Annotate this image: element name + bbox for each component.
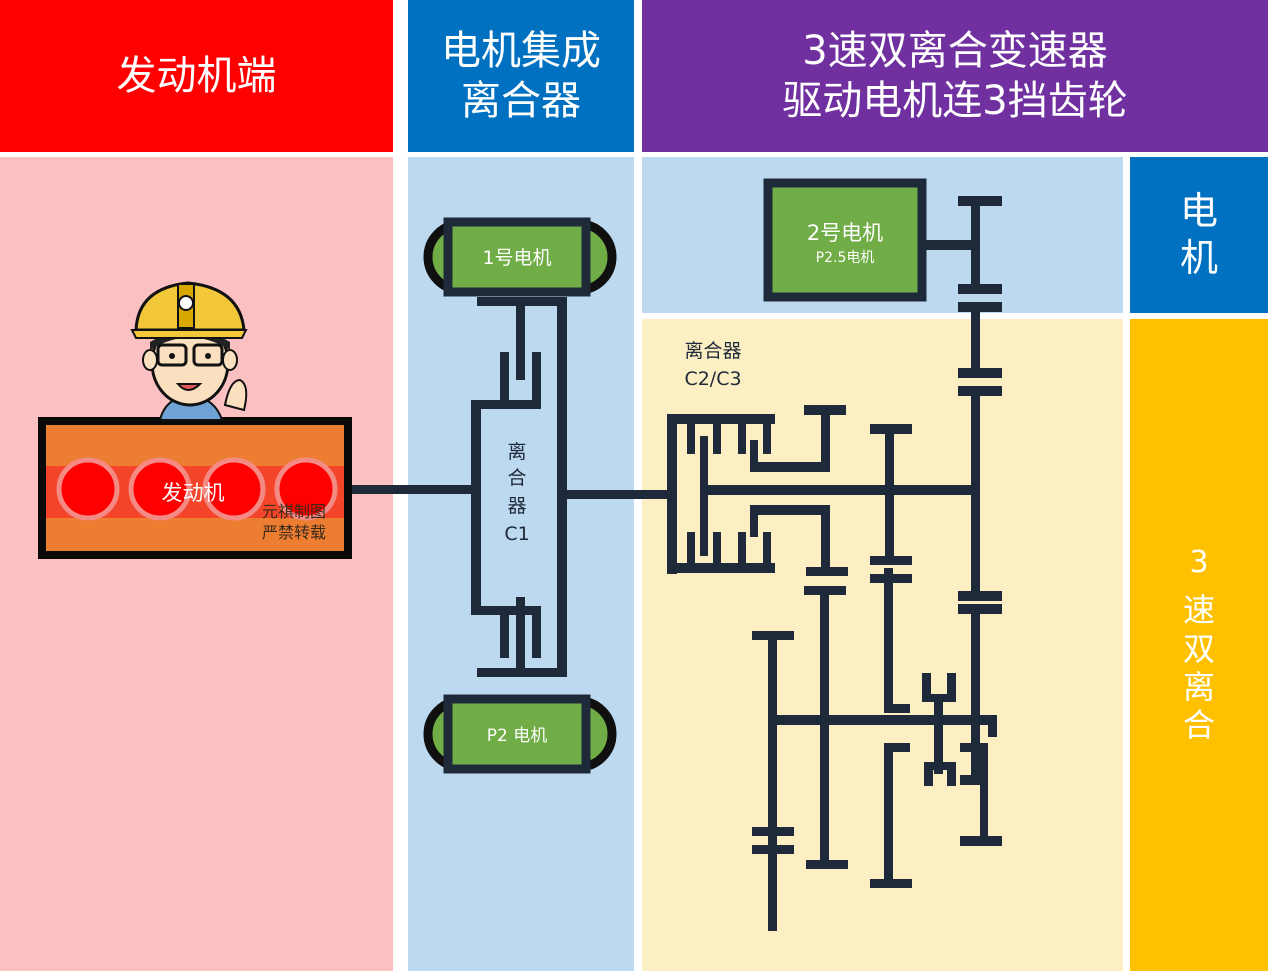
side-label-dct-char1: 3 <box>1189 545 1209 581</box>
watermark-line2: 严禁转载 <box>262 523 326 542</box>
output-countershaft <box>770 715 992 725</box>
motor1: 1号电机 <box>423 217 617 297</box>
c1-label-char2: 合 <box>507 467 526 489</box>
motor-clutch-title-line1: 电机集成 <box>441 28 601 74</box>
c1-lower-plate-left <box>500 610 509 658</box>
cylinder-4 <box>274 457 338 521</box>
engine-output-shaft <box>350 485 475 494</box>
c1-lower-plate-right <box>532 610 541 658</box>
c1-output-shaft <box>563 490 671 499</box>
c1-label-char1: 离 <box>507 441 526 463</box>
gearbox-title-line1: 3速双离合变速器 <box>802 28 1108 74</box>
motor2-output-shaft <box>922 240 974 250</box>
c1-housing-right <box>557 298 567 676</box>
engine-label: 发动机 <box>162 481 225 505</box>
c1-lower-plate-center <box>516 597 525 673</box>
inner-main-shaft <box>700 485 980 495</box>
side-label-dct: 3 速 双 离 合 <box>1130 319 1268 971</box>
p2-motor-label: P2 电机 <box>487 726 547 746</box>
side-label-motor-char1: 电 <box>1179 188 1218 233</box>
cylinder-3 <box>202 457 266 521</box>
side-label-dct-char3: 双 <box>1182 629 1215 668</box>
watermark-line1: 元祺制图 <box>262 502 326 521</box>
motor1-label: 1号电机 <box>482 247 551 269</box>
c1-upper-plate-center <box>516 300 525 380</box>
gearbox-title-line2: 驱动电机连3挡齿轮 <box>782 78 1128 124</box>
c1-upper-plate-left <box>500 352 509 404</box>
c2c3-housing-left <box>667 414 677 574</box>
motor-clutch-title-line2: 离合器 <box>461 78 581 124</box>
c2c3-label-line2: C2/C3 <box>684 368 741 390</box>
cylinder-1 <box>56 457 120 521</box>
motor2-title: 2号电机 <box>807 221 883 245</box>
motor2: 2号电机 P2.5电机 <box>763 178 927 302</box>
side-label-motor-char2: 机 <box>1179 236 1218 280</box>
synchronizer-sleeve <box>934 694 943 774</box>
c1-housing-left <box>471 400 481 615</box>
c2-inner-hub <box>700 436 708 556</box>
c1-upper-plate-right <box>532 352 541 404</box>
side-label-dct-char4: 离 <box>1182 668 1215 706</box>
engine-block: 发动机 元祺制图 严禁转载 <box>38 417 352 559</box>
engine-end-header: 发动机端 <box>0 0 393 152</box>
c1-housing-top <box>471 400 541 409</box>
side-label-dct-char2: 速 <box>1182 591 1215 630</box>
engineer-mascot-icon <box>130 281 248 421</box>
c1-label-char4: C1 <box>504 523 529 545</box>
gearbox-header: 3速双离合变速器 驱动电机连3挡齿轮 <box>642 0 1268 152</box>
engine-end-title: 发动机端 <box>116 53 277 99</box>
side-label-dct-char5: 合 <box>1182 706 1215 745</box>
c1-label-char3: 器 <box>507 495 526 517</box>
p2-motor: P2 电机 <box>423 694 617 774</box>
cylinder-2 <box>128 457 192 521</box>
side-label-motor: 电 机 <box>1130 157 1268 313</box>
motor-clutch-header: 电机集成 离合器 <box>408 0 634 152</box>
c2c3-label-line1: 离合器 <box>684 340 741 362</box>
motor2-subtitle: P2.5电机 <box>816 250 875 266</box>
